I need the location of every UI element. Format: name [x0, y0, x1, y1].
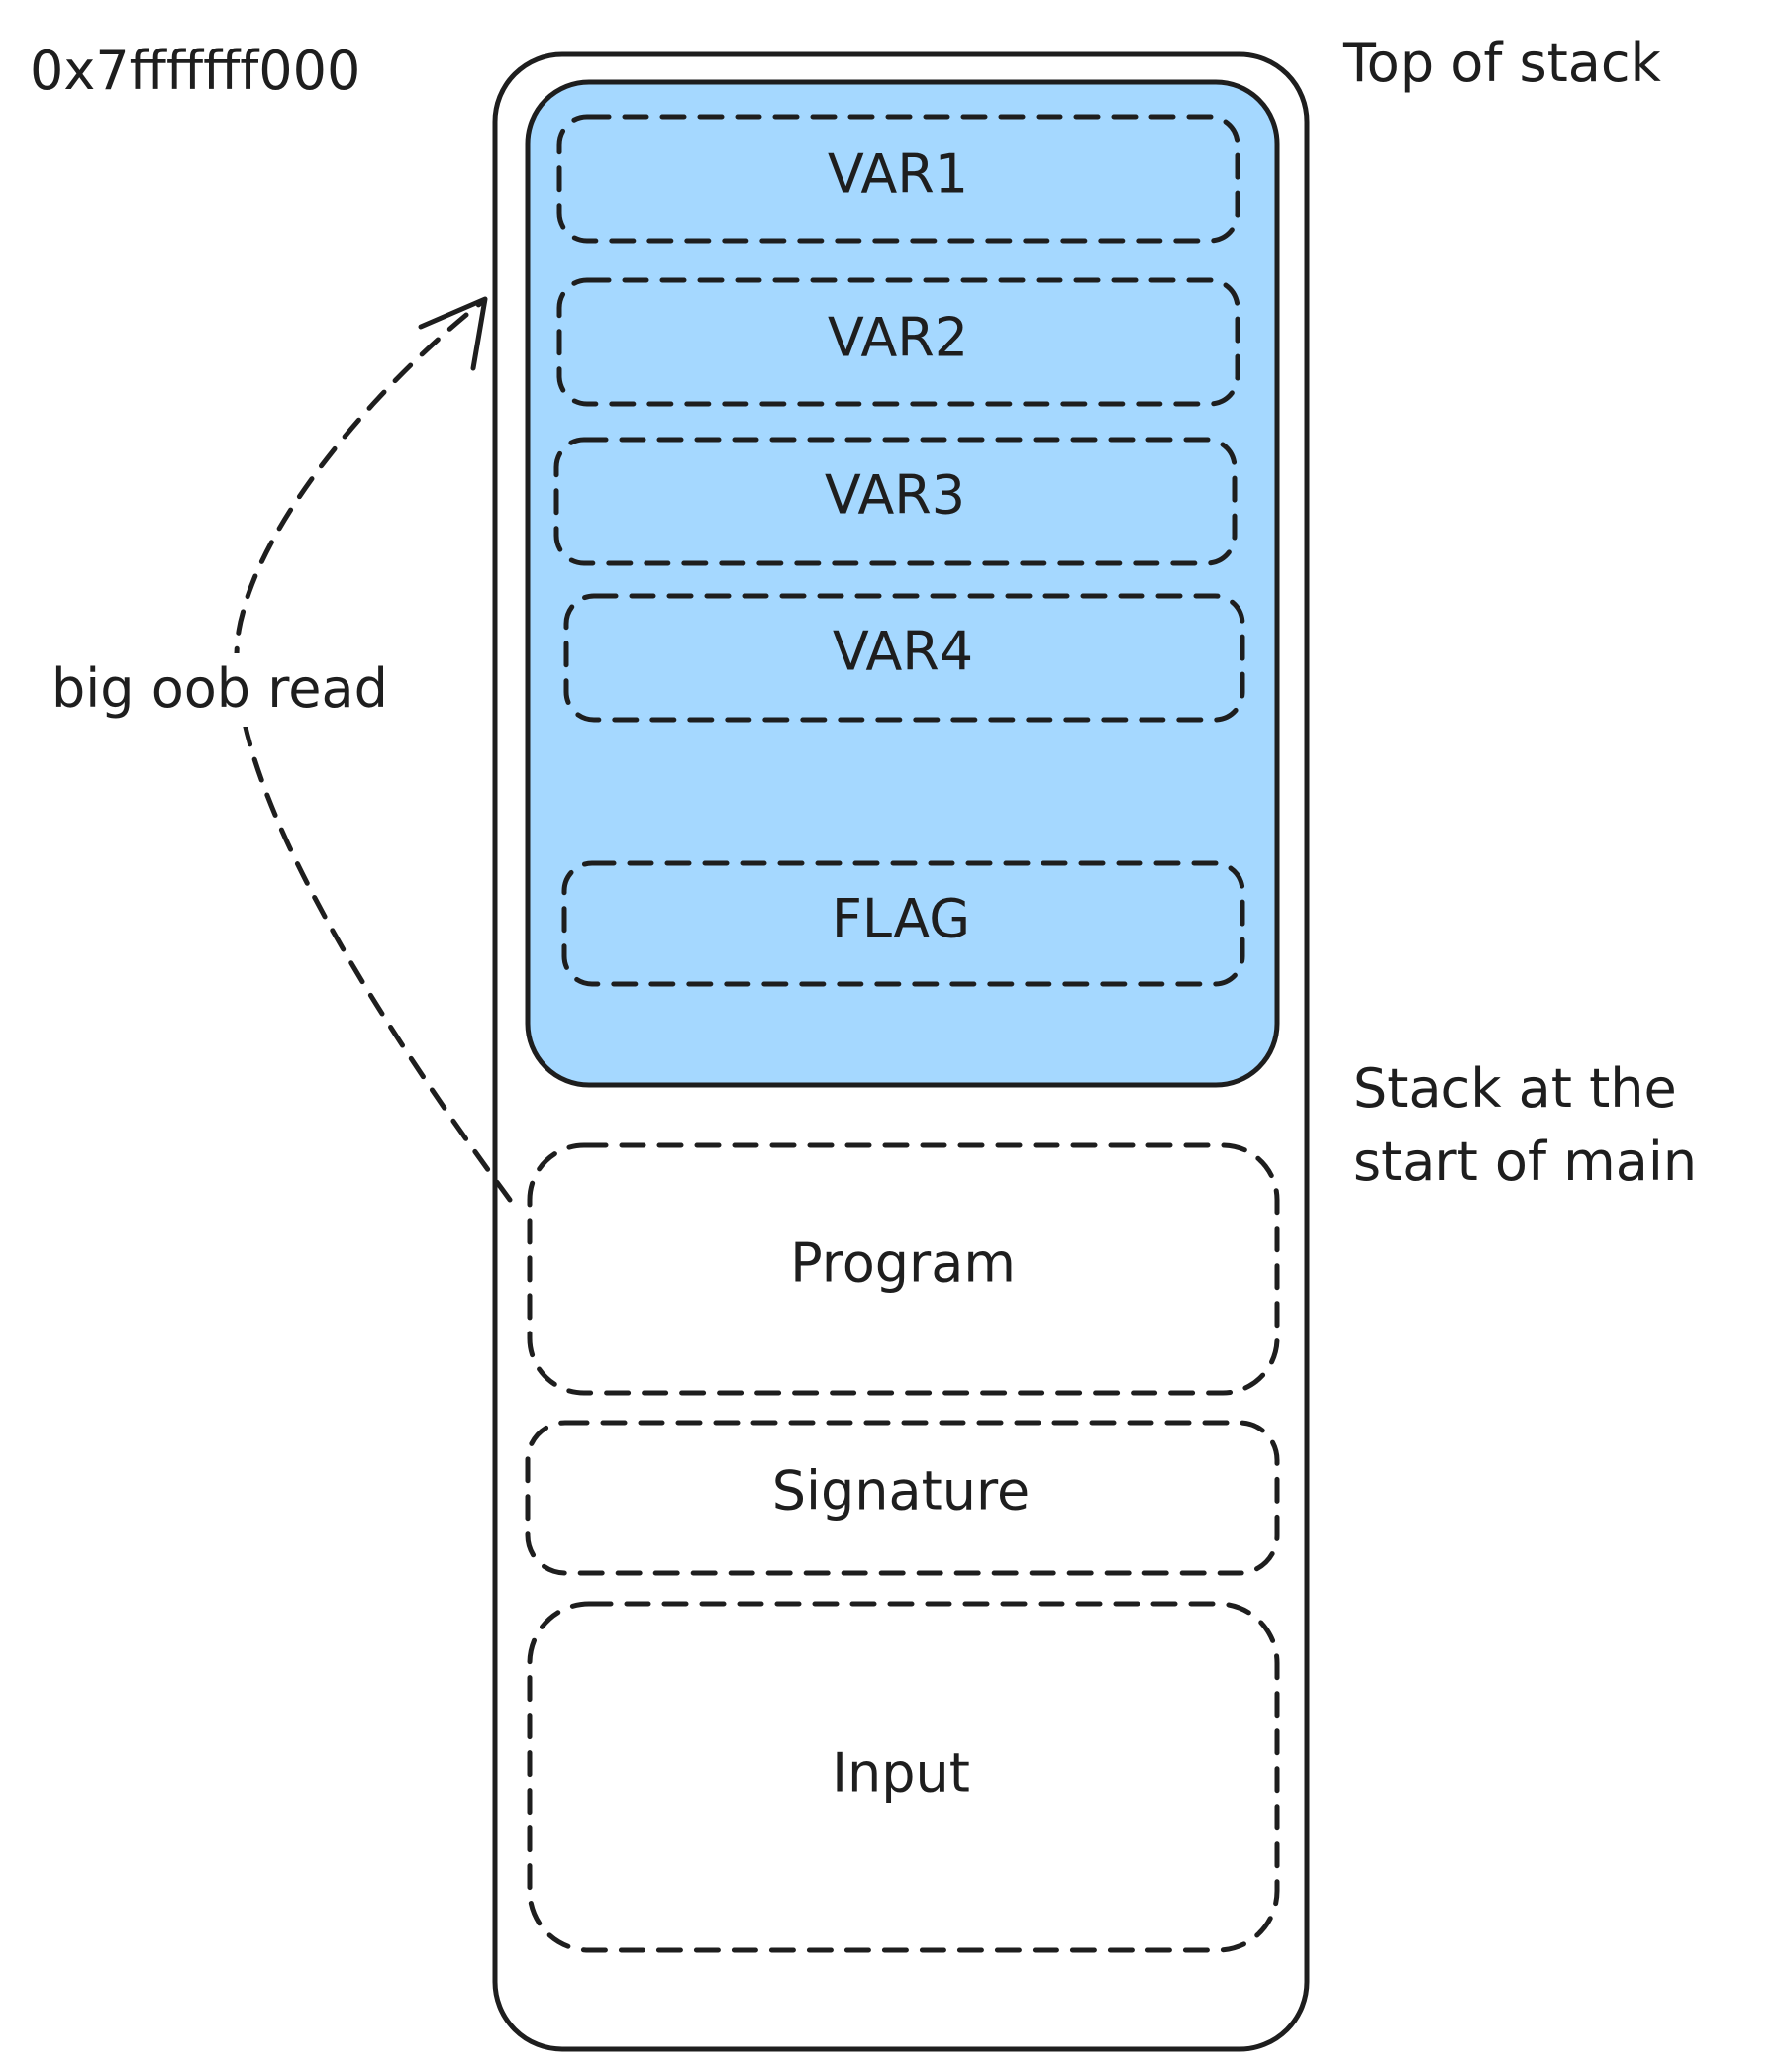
arrow-label-backdrop — [48, 653, 416, 727]
stack-main-label-line1: Stack at the — [1353, 1057, 1677, 1120]
var2-label: VAR2 — [828, 307, 968, 369]
var4-box — [563, 593, 1245, 723]
arrow-label: big oob read — [51, 657, 388, 720]
signature-box — [525, 1420, 1280, 1576]
flag-box — [561, 860, 1245, 987]
program-box — [527, 1142, 1280, 1396]
input-label: Input — [832, 1742, 970, 1805]
input-box — [527, 1601, 1280, 1953]
signature-label: Signature — [772, 1460, 1031, 1523]
var3-box — [553, 437, 1238, 566]
program-label: Program — [790, 1233, 1016, 1295]
arrow-head — [418, 296, 488, 371]
var3-label: VAR3 — [825, 464, 965, 527]
highlight-region — [525, 79, 1280, 1088]
flag-label: FLAG — [832, 888, 970, 950]
oob-read-arrow — [234, 299, 513, 1203]
stack-main-label-line2: start of main — [1353, 1131, 1697, 1193]
address-label: 0x7fffffff000 — [30, 40, 360, 102]
var1-label: VAR1 — [828, 144, 968, 206]
var1-box — [556, 114, 1240, 244]
stack-container — [492, 51, 1310, 2052]
top-of-stack-label: Top of stack — [1342, 32, 1662, 94]
var2-box — [556, 277, 1240, 407]
var4-label: VAR4 — [833, 621, 973, 683]
